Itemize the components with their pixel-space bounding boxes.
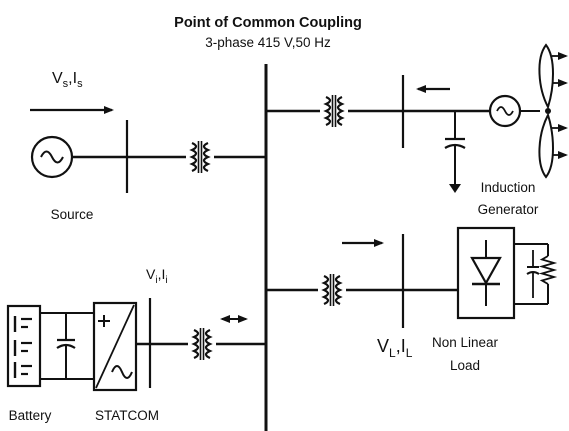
- wind-flow-arrows: [552, 52, 568, 159]
- generator-label-line2: Generator: [478, 202, 539, 217]
- statcom-quantity-label: Vi,Ii: [146, 266, 168, 286]
- load-transformer-icon: [318, 272, 346, 308]
- battery-icon: [6, 304, 42, 388]
- load-branch: VL,IL Non Linear Load: [266, 226, 558, 373]
- generator-branch: Induction Generator: [266, 43, 568, 217]
- source-branch: Vs,Is Source: [30, 70, 266, 222]
- diagram-title: Point of Common Coupling: [174, 15, 362, 31]
- diagram-subtitle: 3-phase 415 V,50 Hz: [205, 35, 331, 50]
- rl-load-icon: [514, 243, 558, 305]
- induction-generator-icon: [488, 94, 522, 128]
- wind-turbine-icon: [538, 43, 554, 179]
- source-quantity-label: Vs,Is: [52, 70, 83, 90]
- load-label-line2: Load: [450, 358, 480, 373]
- generator-capacitor-icon: [444, 111, 466, 193]
- load-label-line1: Non Linear: [432, 335, 499, 350]
- load-quantity-label: VL,IL: [377, 336, 413, 360]
- generator-transformer-icon: [320, 93, 348, 129]
- ac-source-icon: [30, 135, 74, 179]
- statcom-label: STATCOM: [95, 408, 159, 423]
- generator-label-line1: Induction: [481, 180, 536, 195]
- statcom-branch: Vi,Ii: [6, 266, 266, 423]
- battery-label: Battery: [9, 408, 52, 423]
- source-label: Source: [51, 207, 94, 222]
- statcom-converter-icon: [92, 301, 138, 392]
- statcom-transformer-icon: [188, 326, 216, 362]
- rectifier-icon: [456, 226, 516, 320]
- source-transformer-icon: [186, 139, 214, 175]
- dc-link-capacitor-icon: [56, 313, 76, 379]
